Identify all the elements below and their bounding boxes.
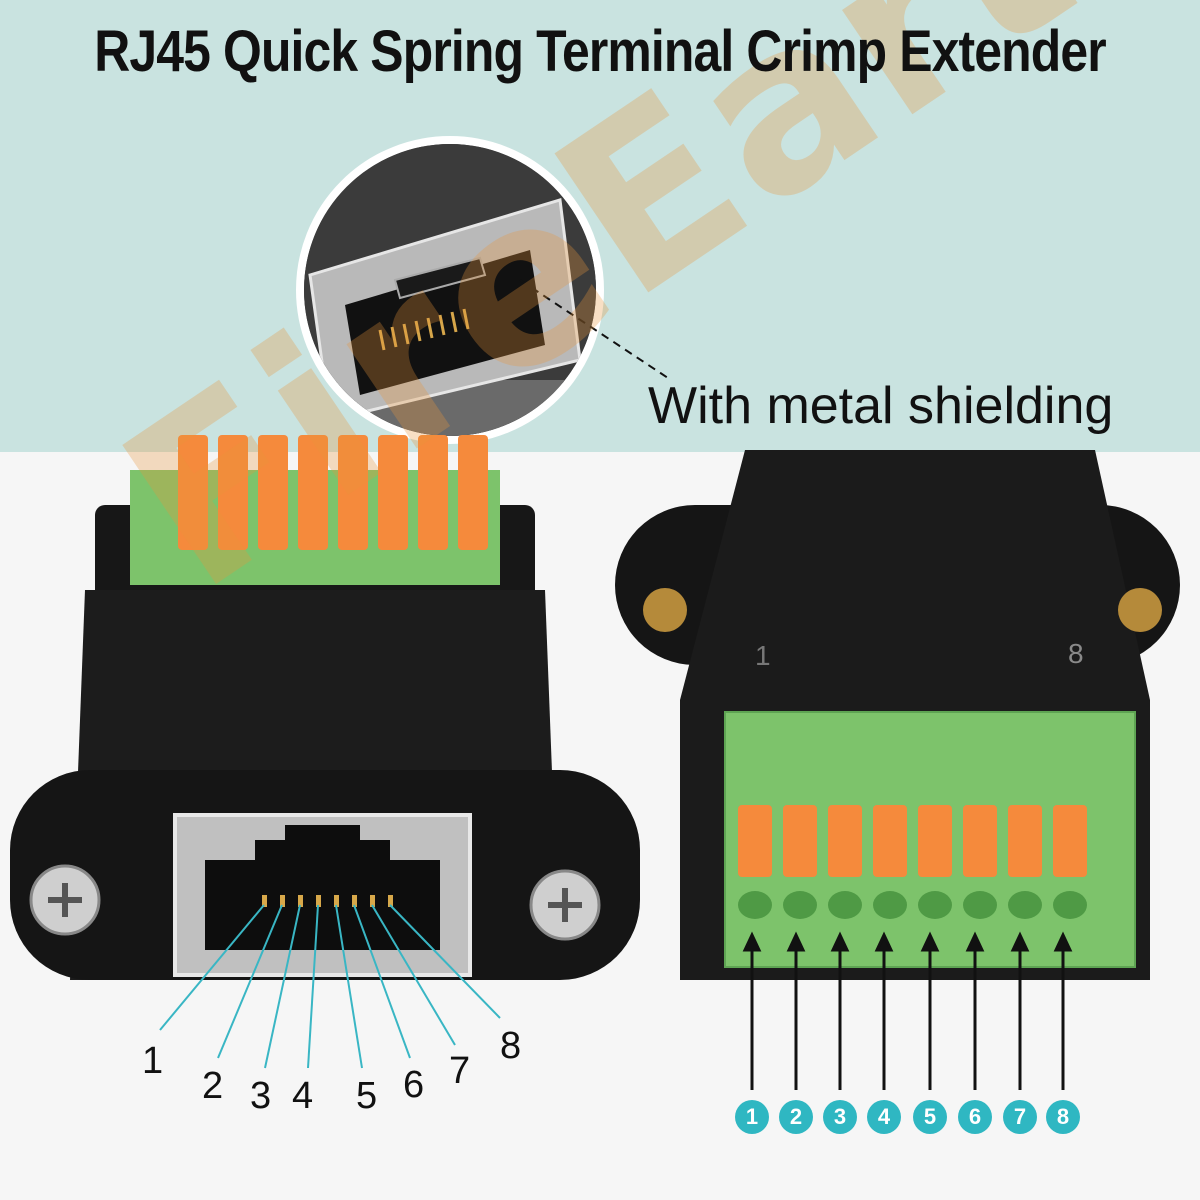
left-connector [10,435,640,1069]
left-pin-label: 5 [356,1075,378,1117]
left-spring-levers [178,435,488,550]
right-pin-circle: 6 [958,1100,992,1134]
right-pin-circle: 4 [867,1100,901,1134]
left-screw-icon [29,864,101,936]
page-title: RJ45 Quick Spring Terminal Crimp Extende… [94,19,1106,84]
right-body-label: 8 [1068,638,1084,669]
right-connector [615,450,1180,1090]
right-mount-screws-icon [643,588,1162,632]
left-pin-label: 4 [292,1075,314,1117]
right-wire-holes [738,891,1087,919]
right-pin-arrows [742,931,1073,1090]
left-pin-label: 6 [403,1064,425,1106]
right-screw-icon [529,869,601,941]
top-background [0,0,1200,452]
left-pin-label: 1 [142,1040,164,1082]
callout-leader [519,279,669,379]
metal-shielding-callout: With metal shielding [648,377,1114,435]
right-pin-circle: 7 [1003,1100,1037,1134]
right-pin-circle: 3 [823,1100,857,1134]
left-pin-label: 8 [500,1025,522,1067]
zoom-pins [378,308,470,351]
left-pin-leader-lines [159,904,501,1069]
left-pin-label: 3 [250,1075,272,1117]
zoom-circle [296,136,669,444]
right-pin-circle: 1 [735,1100,769,1134]
right-pin-circle: 2 [779,1100,813,1134]
right-body-label: 1 [755,640,771,671]
right-spring-levers [738,805,1087,877]
right-pin-circle: 5 [913,1100,947,1134]
left-port-pins [262,895,393,907]
right-pin-circle: 8 [1046,1100,1080,1134]
left-pin-label: 2 [202,1065,224,1107]
left-pin-label: 7 [449,1050,471,1092]
